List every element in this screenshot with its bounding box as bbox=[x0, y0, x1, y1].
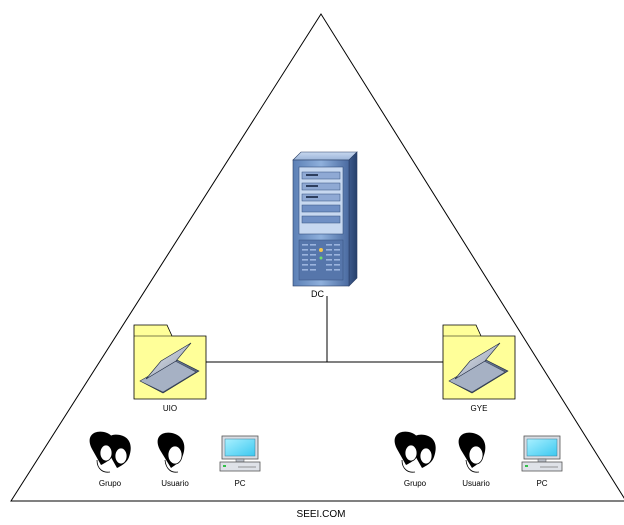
desktop-computer-icon-right bbox=[521, 435, 563, 472]
group-label-left: Grupo bbox=[98, 479, 122, 488]
domain-boundary-triangle bbox=[10, 13, 624, 502]
user-group-icon-right bbox=[394, 431, 436, 473]
ou-label-uio: UIO bbox=[162, 404, 178, 413]
user-label-right: Usuario bbox=[462, 479, 490, 488]
ou-folder-icon-uio bbox=[133, 324, 207, 400]
user-icon-left bbox=[157, 432, 185, 473]
group-label-right: Grupo bbox=[403, 479, 427, 488]
desktop-computer-icon-left bbox=[219, 435, 261, 472]
pc-label-right: PC bbox=[536, 479, 548, 488]
user-group-icon-left bbox=[89, 431, 131, 473]
pc-label-left: PC bbox=[234, 479, 246, 488]
server-tower-icon bbox=[292, 151, 358, 287]
connector-lines bbox=[205, 296, 443, 363]
server-label: DC bbox=[311, 289, 324, 299]
user-label-left: Usuario bbox=[161, 479, 189, 488]
domain-name-label: SEEI.COM bbox=[296, 509, 346, 520]
user-icon-right bbox=[458, 432, 486, 473]
ou-folder-icon-gye bbox=[442, 324, 516, 400]
ou-label-gye: GYE bbox=[470, 404, 488, 413]
